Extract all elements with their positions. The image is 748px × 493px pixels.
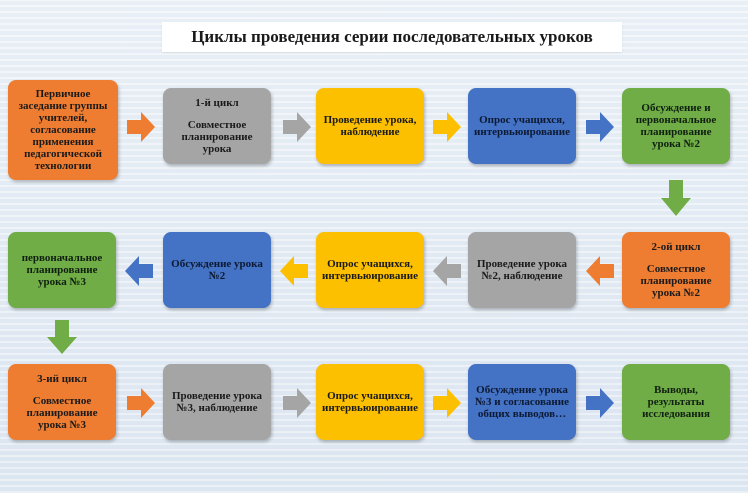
box-label: Выводы, результаты исследования <box>642 384 710 420</box>
box-label: Опрос учащихся, интервьюирование <box>322 258 418 282</box>
arrow-right-icon <box>586 388 614 418</box>
arrow-left-icon <box>586 256 614 286</box>
box-conclusions: Выводы, результаты исследования <box>622 364 730 440</box>
box-label: Опрос учащихся, интервьюирование <box>474 114 570 138</box>
box-student-survey: Опрос учащихся, интервьюирование <box>468 88 576 164</box>
box-lesson-3-observation: Проведение урока №3, наблюдение <box>163 364 271 440</box>
arrow-down-icon <box>661 180 691 216</box>
box-cycle-3-planning: 3-ий цикл Совместное планирование урока … <box>8 364 116 440</box>
box-lesson-observation: Проведение урока, наблюдение <box>316 88 424 164</box>
box-heading: 2-ой цикл <box>651 241 701 253</box>
arrow-right-icon <box>283 112 311 142</box>
box-heading: 1-й цикл <box>195 97 239 109</box>
diagram-title: Циклы проведения серии последовательных … <box>162 22 622 52</box>
box-label: Проведение урока №2, наблюдение <box>476 258 568 282</box>
arrow-left-icon <box>280 256 308 286</box>
box-label: Обсуждение и первоначальное планирование… <box>635 102 717 150</box>
box-label: первоначальное планирование урока №3 <box>21 252 103 288</box>
box-initial-meeting: Первичное заседание группы учителей, сог… <box>8 80 118 180</box>
arrow-left-icon <box>125 256 153 286</box>
box-lesson-2-observation: Проведение урока №2, наблюдение <box>468 232 576 308</box>
box-discussion-lesson-3: Обсуждение урока №3 и согласование общих… <box>468 364 576 440</box>
arrow-down-icon <box>47 320 77 354</box>
box-student-survey-3: Опрос учащихся, интервьюирование <box>316 364 424 440</box>
box-label: Обсуждение урока №2 <box>171 258 263 282</box>
box-cycle-2-planning: 2-ой цикл Совместное планирование урока … <box>622 232 730 308</box>
arrow-right-icon <box>586 112 614 142</box>
box-label: Первичное заседание группы учителей, сог… <box>18 88 108 172</box>
arrow-right-icon <box>283 388 311 418</box>
box-label: Совместное планирование урока №2 <box>640 263 712 299</box>
box-label: Совместное планирование урока №3 <box>26 395 98 431</box>
arrow-right-icon <box>433 388 461 418</box>
box-student-survey-2: Опрос учащихся, интервьюирование <box>316 232 424 308</box>
box-label: Обсуждение урока №3 и согласование общих… <box>475 384 569 420</box>
box-label: Проведение урока, наблюдение <box>323 114 417 138</box>
box-initial-planning-3: первоначальное планирование урока №3 <box>8 232 116 308</box>
arrow-right-icon <box>433 112 461 142</box>
box-discussion-planning-2: Обсуждение и первоначальное планирование… <box>622 88 730 164</box>
arrow-right-icon <box>127 112 155 142</box>
box-label: Совместное планирование урока <box>181 119 253 155</box>
box-discussion-lesson-2: Обсуждение урока №2 <box>163 232 271 308</box>
box-cycle-1-planning: 1-й цикл Совместное планирование урока <box>163 88 271 164</box>
arrow-left-icon <box>433 256 461 286</box>
box-heading: 3-ий цикл <box>37 373 87 385</box>
arrow-right-icon <box>127 388 155 418</box>
box-label: Проведение урока №3, наблюдение <box>171 390 263 414</box>
box-label: Опрос учащихся, интервьюирование <box>322 390 418 414</box>
